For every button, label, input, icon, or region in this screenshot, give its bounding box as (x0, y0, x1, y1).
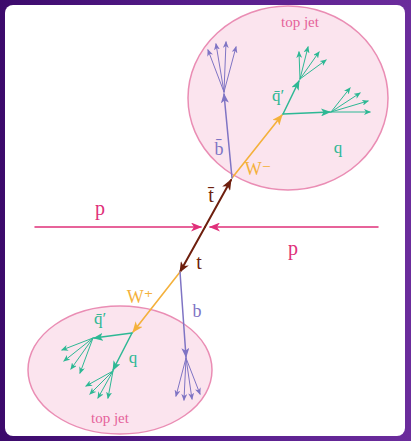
particle-label: t (196, 251, 202, 273)
jet-particle (98, 371, 113, 398)
particle-label: p (288, 237, 298, 259)
particle-label: q (129, 349, 138, 368)
particle-label: p (95, 197, 105, 219)
jet-label: top jet (200, 14, 400, 31)
jet-particle (184, 358, 186, 400)
particle-label: q̄′ (272, 87, 284, 106)
jet-particle (108, 371, 113, 398)
quark-line (94, 333, 132, 338)
jet-particle (331, 112, 370, 113)
jet-particle (299, 52, 300, 79)
jet-particle (300, 60, 326, 79)
jet-particle (71, 338, 93, 369)
b-quark-line (180, 272, 186, 357)
jet-particle (331, 88, 350, 112)
jet-particle (186, 358, 192, 399)
jet-ellipse: top jet (188, 6, 388, 190)
jet-label: top jet (18, 410, 202, 427)
jet-particle (216, 44, 224, 92)
particle-label: q (334, 139, 343, 158)
jet-particle (80, 338, 93, 373)
quark-line (283, 112, 330, 114)
particle-label: b̄ (215, 140, 224, 160)
jet-particle (331, 101, 368, 112)
particle-label: q̄′ (94, 310, 106, 329)
jet-particle (186, 358, 200, 394)
proton-beam (210, 226, 378, 228)
particle-label: b (193, 302, 202, 322)
jet-particle (331, 93, 360, 112)
particle-label: t̄ (208, 184, 214, 206)
particle-label: W⁺ (127, 288, 154, 308)
antitop-line (205, 180, 231, 227)
jet-particle (300, 52, 319, 79)
top-line (180, 227, 205, 272)
jet-particle (208, 50, 224, 92)
particle-label: W⁻ (245, 160, 272, 180)
jet-particle (224, 47, 236, 92)
jet-ellipse-shape (188, 6, 388, 190)
b-quark-line (224, 94, 232, 178)
jet-ellipse-outline (188, 6, 388, 190)
proton-beam (35, 226, 201, 228)
quark-line (283, 81, 299, 114)
